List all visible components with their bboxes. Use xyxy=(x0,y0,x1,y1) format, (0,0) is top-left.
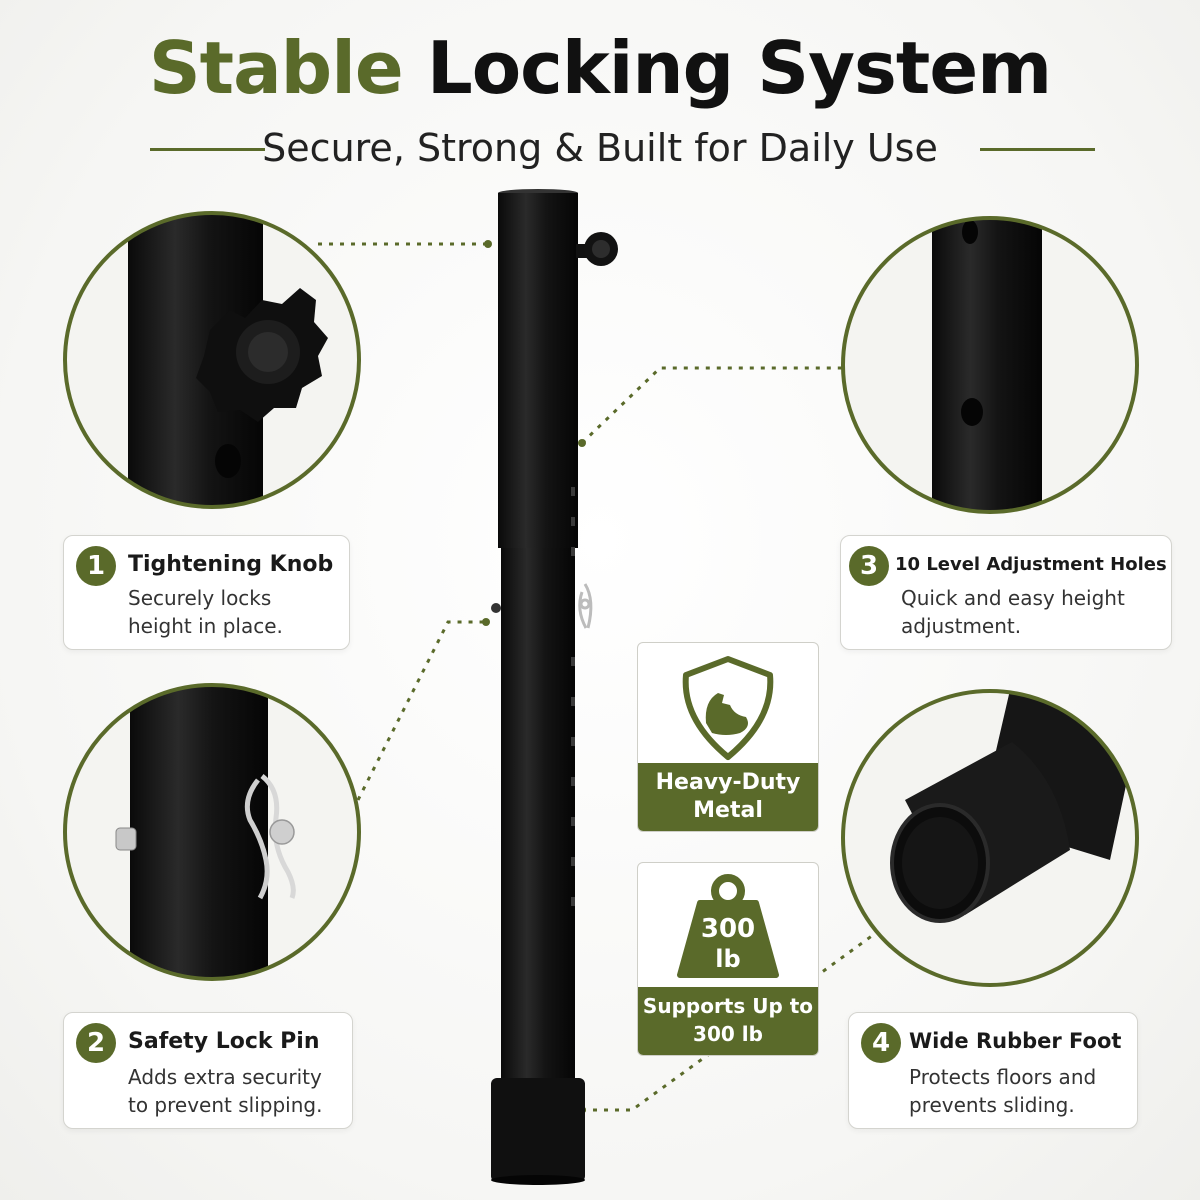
feature-card-rubber-foot: 4 Wide Rubber Foot Protects floors and p… xyxy=(848,1012,1138,1129)
pole-pin-icon xyxy=(578,583,593,629)
feature-description-line: Quick and easy height xyxy=(901,586,1125,610)
lock-pin-icon xyxy=(115,774,296,900)
feature-description-line: Securely locks xyxy=(128,586,272,610)
feature-title: Safety Lock Pin xyxy=(128,1029,320,1054)
feature-description: Adds extra security to prevent slipping. xyxy=(128,1063,322,1119)
feature-description-line: height in place. xyxy=(128,614,283,638)
feature-description-line: adjustment. xyxy=(901,614,1022,638)
feature-title: Wide Rubber Foot xyxy=(909,1029,1122,1053)
weight-value: 300 xyxy=(700,914,756,944)
feature-number-badge: 4 xyxy=(861,1023,901,1063)
feature-title: Tightening Knob xyxy=(128,552,334,577)
zoom-circle-knob xyxy=(63,211,361,509)
weight-icon xyxy=(677,874,779,978)
pole-adjustment-holes xyxy=(571,487,575,906)
feature-description-line: to prevent slipping. xyxy=(128,1093,323,1117)
subtitle-rule-left xyxy=(150,148,265,151)
zoom-circle-pin xyxy=(63,683,361,981)
strong-arm-shield-icon xyxy=(682,656,774,760)
zoom-circle-foot xyxy=(841,689,1139,987)
knob-icon xyxy=(196,288,328,422)
feature-card-tightening-knob: 1 Tightening Knob Securely locks height … xyxy=(63,535,350,650)
feature-number-badge: 3 xyxy=(849,546,889,586)
pole-knob-icon xyxy=(576,232,618,266)
subtitle-rule-right xyxy=(980,148,1095,151)
subtitle: Secure, Strong & Built for Daily Use xyxy=(262,126,938,170)
title-main: Locking System xyxy=(426,26,1052,110)
feature-number-badge: 2 xyxy=(76,1023,116,1063)
connector-pin xyxy=(356,620,486,801)
weight-label-line: 300 lb xyxy=(693,1022,763,1046)
metal-label-line: Heavy-Duty xyxy=(655,770,801,795)
feature-description: Protects floors and prevents sliding. xyxy=(909,1063,1096,1119)
feature-description-line: Protects floors and xyxy=(909,1065,1097,1089)
feature-description-line: prevents sliding. xyxy=(909,1093,1075,1117)
feature-description: Quick and easy height adjustment. xyxy=(901,584,1125,640)
title-accent: Stable xyxy=(148,26,404,110)
connector-holes xyxy=(580,366,842,445)
subtitle-row: Secure, Strong & Built for Daily Use xyxy=(0,120,1200,176)
feature-number-badge: 1 xyxy=(76,546,116,586)
metal-label-line: Metal xyxy=(693,798,763,823)
zoom-circle-holes xyxy=(841,216,1139,514)
weight-badge-label: Supports Up to 300 lb xyxy=(638,987,818,1055)
page-title: Stable Locking System xyxy=(0,20,1200,116)
feature-card-safety-lock-pin: 2 Safety Lock Pin Adds extra security to… xyxy=(63,1012,353,1129)
weight-capacity-badge: 300 lb Supports Up to 300 lb xyxy=(637,862,819,1056)
feature-description: Securely locks height in place. xyxy=(128,584,283,640)
feature-description-line: Adds extra security xyxy=(128,1065,322,1089)
feature-card-adjustment-holes: 3 10 Level Adjustment Holes Quick and ea… xyxy=(840,535,1172,650)
heavy-duty-metal-badge: Heavy-Duty Metal xyxy=(637,642,819,832)
weight-label-line: Supports Up to xyxy=(642,994,814,1018)
metal-badge-label: Heavy-Duty Metal xyxy=(638,763,818,831)
weight-unit: lb xyxy=(715,945,741,973)
feature-title: 10 Level Adjustment Holes xyxy=(895,554,1167,575)
main-pole xyxy=(491,189,618,1185)
